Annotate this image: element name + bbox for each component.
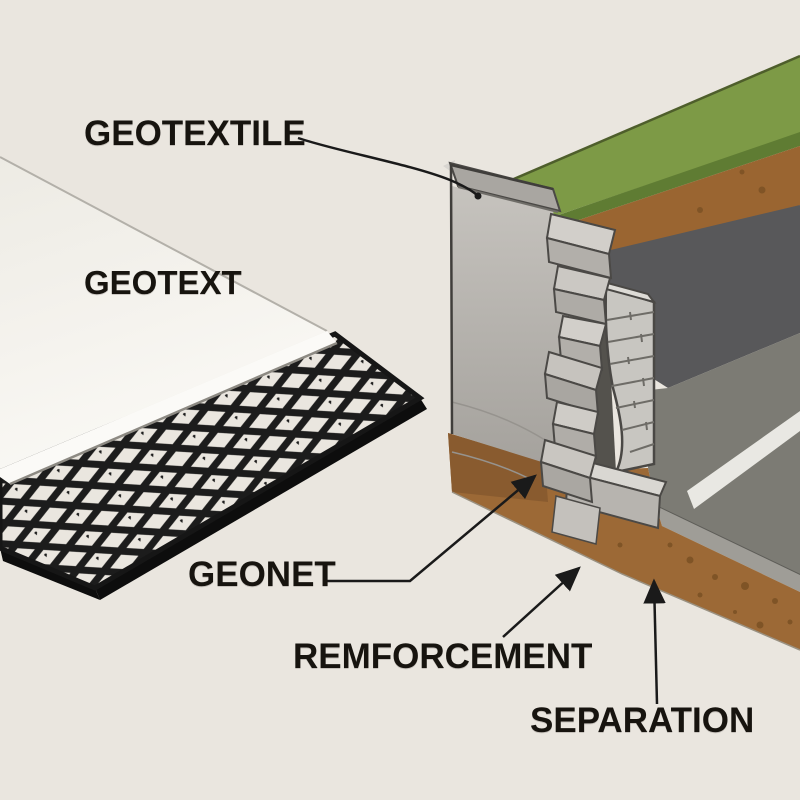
leader-dot-geotextile — [474, 192, 482, 200]
leader-line-geotextile — [297, 136, 478, 196]
soil-speckles — [583, 518, 793, 629]
grass-front-edge — [512, 132, 800, 241]
label-separation: SEPARATION — [530, 701, 755, 740]
facing-wall-courses — [606, 311, 655, 453]
grass-layer — [465, 56, 800, 228]
retaining-wall — [443, 160, 617, 504]
road — [648, 333, 800, 592]
curb-strip — [656, 506, 800, 592]
sheet-top-face — [0, 157, 327, 469]
sheet-top-edge-line — [0, 156, 328, 332]
label-reinforcement: REMFORCEMENT — [293, 637, 593, 676]
label-geotext-on-sheet: GEOTEXT — [84, 264, 242, 301]
grass-top-edge — [464, 54, 800, 202]
arrow-reinforcement — [502, 566, 581, 638]
sheet-thickness-edge — [0, 331, 337, 484]
annotations — [297, 136, 666, 705]
soil-silhouette-edge — [451, 491, 800, 651]
road-surface — [648, 333, 800, 575]
wall-outline — [449, 163, 554, 435]
label-geonet: GEONET — [188, 555, 336, 594]
arrow-geonet — [327, 474, 537, 583]
wall-blocks — [539, 212, 617, 504]
geotextile-sheet — [0, 156, 338, 486]
facing-wall-base-step — [551, 495, 601, 545]
sheet-thickness-shadow-line — [9, 341, 338, 486]
label-geotextile: GEOTEXTILE — [84, 114, 306, 153]
geonet-thickness-edge — [95, 398, 427, 600]
lane-marking — [687, 411, 800, 509]
wall-cap-underline — [457, 186, 559, 213]
arrow-separation — [643, 578, 666, 705]
